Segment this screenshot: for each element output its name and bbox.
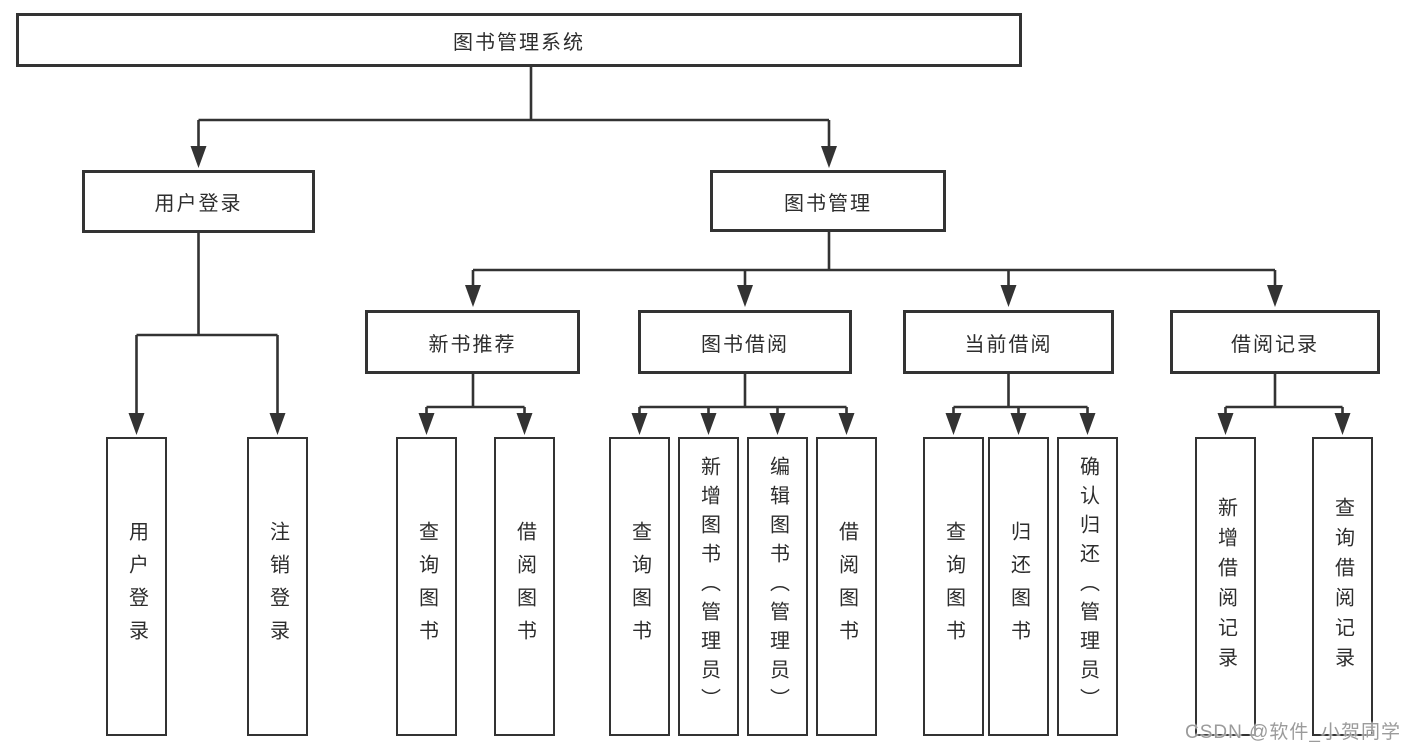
node-label: 确认归还（管理员） — [1076, 456, 1099, 717]
node-label: 新书推荐 — [428, 333, 517, 356]
leaf-records-query-record: 查询借阅记录 — [1312, 437, 1373, 736]
node-label: 查询借阅记录 — [1331, 496, 1354, 677]
node-user-login: 用户登录 — [82, 170, 315, 233]
leaf-records-add-record: 新增借阅记录 — [1195, 437, 1256, 736]
leaf-current-return-books: 归还图书 — [988, 437, 1049, 736]
node-label: 图书管理系统 — [453, 31, 585, 54]
arrowhead-icon — [821, 146, 837, 168]
leaf-recommend-borrow-books: 借阅图书 — [494, 437, 555, 736]
connector-book-borrowing-to-leaves — [631, 374, 855, 435]
arrowhead-icon — [700, 413, 717, 435]
arrowhead-icon — [190, 146, 207, 168]
node-label: 新增图书（管理员） — [697, 456, 720, 717]
connector-borrowing-records-to-leaves — [1217, 374, 1351, 435]
leaf-recommend-query-books: 查询图书 — [396, 437, 457, 736]
node-label: 编辑图书（管理员） — [766, 456, 789, 717]
connector-current-borrowing-to-leaves — [945, 374, 1096, 435]
connector-book-management-to-level2 — [465, 232, 1283, 307]
node-current-borrowing: 当前借阅 — [903, 310, 1114, 374]
node-label: 查询图书 — [942, 520, 965, 653]
arrowhead-icon — [945, 413, 962, 435]
connector-user-login-to-leaves — [128, 233, 286, 435]
arrowhead-icon — [1010, 413, 1027, 435]
connector-new-book-recommend-to-leaves — [418, 374, 533, 435]
leaf-logout-login: 注销登录 — [247, 437, 308, 736]
arrowhead-icon — [516, 413, 533, 435]
node-label: 用户登录 — [125, 520, 148, 653]
node-label: 当前借阅 — [964, 333, 1053, 356]
node-label: 图书借阅 — [701, 333, 789, 356]
arrowhead-icon — [769, 413, 786, 435]
arrowhead-icon — [1267, 285, 1283, 307]
leaf-borrowing-borrow-books: 借阅图书 — [816, 437, 877, 736]
node-book-borrowing: 图书借阅 — [638, 310, 852, 374]
leaf-current-confirm-return-admin: 确认归还（管理员） — [1057, 437, 1118, 736]
arrowhead-icon — [1334, 413, 1351, 435]
node-label: 借阅图书 — [835, 520, 858, 653]
csdn-watermark: CSDN @软件_小贺同学 — [1185, 722, 1401, 743]
leaf-borrowing-add-books-admin: 新增图书（管理员） — [678, 437, 739, 736]
arrowhead-icon — [631, 413, 648, 435]
node-book-management: 图书管理 — [710, 170, 946, 232]
arrowhead-icon — [1079, 413, 1096, 435]
connector-root-to-level1 — [190, 67, 837, 168]
arrowhead-icon — [737, 285, 753, 307]
node-label: 查询图书 — [415, 520, 438, 653]
node-label: 归还图书 — [1007, 520, 1030, 653]
node-label: 借阅图书 — [513, 520, 536, 653]
arrowhead-icon — [838, 413, 855, 435]
node-new-book-recommend: 新书推荐 — [365, 310, 580, 374]
node-label: 查询图书 — [628, 520, 651, 653]
node-borrowing-records: 借阅记录 — [1170, 310, 1380, 374]
arrowhead-icon — [465, 285, 481, 307]
arrowhead-icon — [128, 413, 145, 435]
arrowhead-icon — [269, 413, 286, 435]
leaf-current-query-books: 查询图书 — [923, 437, 984, 736]
node-library-management-system: 图书管理系统 — [16, 13, 1022, 67]
leaf-user-login: 用户登录 — [106, 437, 167, 736]
leaf-borrowing-query-books: 查询图书 — [609, 437, 670, 736]
leaf-borrowing-edit-books-admin: 编辑图书（管理员） — [747, 437, 808, 736]
node-label: 注销登录 — [266, 520, 289, 653]
node-label: 图书管理 — [784, 192, 872, 215]
node-label: 新增借阅记录 — [1214, 496, 1237, 677]
arrowhead-icon — [1000, 285, 1017, 307]
arrowhead-icon — [1217, 413, 1234, 435]
node-label: 用户登录 — [154, 193, 243, 215]
node-label: 借阅记录 — [1231, 333, 1319, 356]
arrowhead-icon — [418, 413, 435, 435]
